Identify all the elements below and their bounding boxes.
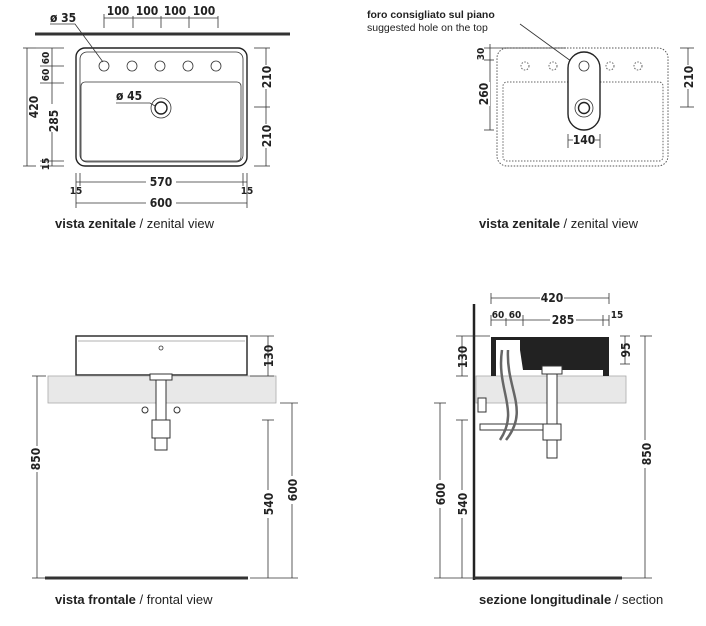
dim-spacing-2: 100 (136, 4, 159, 18)
note-english: suggested hole on the top (367, 22, 488, 34)
hose (498, 349, 510, 441)
drain-outer (574, 98, 594, 118)
dim-15-bottom-left: 15 (70, 186, 83, 197)
dim-130: 130 (456, 346, 470, 369)
leader-suggested-hole (519, 23, 576, 65)
dim-60-upper: 60 (41, 52, 52, 65)
frontal-view: 850 130 540 600 vista frontale / frontal… (29, 335, 300, 607)
basin-outline-dotted (496, 47, 669, 167)
dim-210-lower: 210 (260, 125, 274, 148)
note-italian: foro consigliato sul piano (367, 9, 495, 21)
dim-600: 600 (150, 196, 173, 210)
caption-frontal: vista frontale / frontal view (55, 592, 213, 607)
drain-outer (150, 97, 172, 119)
tap-holes (98, 60, 222, 72)
tap-holes-dotted (520, 61, 643, 71)
dim-600: 600 (286, 479, 300, 502)
dim-130: 130 (262, 345, 276, 368)
dim-600: 600 (434, 483, 448, 506)
dim-95: 95 (619, 342, 633, 357)
dim-260: 260 (477, 83, 491, 106)
basin-front (75, 335, 248, 376)
dim-285: 285 (552, 313, 575, 327)
dim-210-upper: 210 (260, 66, 274, 89)
dim-850: 850 (29, 448, 43, 471)
dim-850: 850 (640, 443, 654, 466)
dim-spacing-4: 100 (193, 4, 216, 18)
dim-60-a: 60 (492, 310, 505, 321)
dim-420: 420 (541, 291, 564, 305)
caption-zenital-left: vista zenitale / zenital view (55, 216, 215, 231)
dim-15-left: 15 (41, 158, 52, 171)
dim-15-bottom-right: 15 (241, 186, 254, 197)
basin-outline (75, 47, 248, 167)
basin-bowl (80, 81, 242, 162)
section-view: 420 60 60 285 15 95 850 130 600 540 sezi… (434, 291, 663, 607)
dim-140: 140 (573, 133, 596, 147)
drain-inner (154, 101, 168, 115)
dim-30: 30 (476, 48, 487, 61)
dim-spacing-3: 100 (164, 4, 187, 18)
siphon (141, 373, 181, 451)
dim-spacing-1: 100 (107, 4, 130, 18)
dim-hole-diameter: ø 35 (50, 11, 76, 25)
basin-section (491, 337, 609, 376)
suggested-hole-slot (567, 51, 601, 131)
dim-60-b: 60 (509, 310, 522, 321)
leader-hole (50, 23, 104, 63)
dim-15: 15 (611, 310, 624, 321)
zenital-view-right: foro consigliato sul piano suggested hol… (367, 9, 696, 231)
dim-drain-diameter: ø 45 (116, 89, 142, 103)
dim-540: 540 (456, 493, 470, 516)
caption-section: sezione longitudinale / section (479, 592, 663, 607)
basin-rim (79, 51, 244, 163)
dim-570: 570 (150, 175, 173, 189)
dim-height-420: 420 (27, 96, 41, 119)
dim-210: 210 (682, 66, 696, 89)
leader-drain (116, 102, 156, 107)
caption-zenital-right: vista zenitale / zenital view (479, 216, 639, 231)
dim-540: 540 (262, 493, 276, 516)
dim-60-lower: 60 (41, 69, 52, 82)
zenital-view-left: ø 35 ø 45 100 100 100 100 420 60 60 285 … (23, 4, 290, 231)
dim-285: 285 (47, 110, 61, 133)
